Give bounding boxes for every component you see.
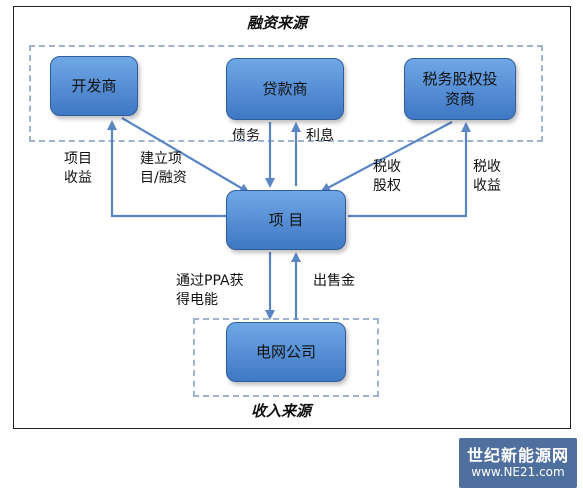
label-tax-equity: 税收 股权 [373,159,401,194]
label-debt: 债务 [232,128,260,144]
label-project-revenue: 项目 收益 [64,151,92,186]
funding-sources-title: 融资来源 [247,14,308,32]
arrow-project-to-tax-investor [348,122,471,218]
logo-name: 世纪新能源网 [466,446,569,465]
label-sales: 出售金 [313,273,355,289]
revenue-sources-group [193,318,379,397]
logo-url: www.NE21.com [471,465,565,479]
label-build-finance: 建立项 目/融资 [140,151,187,186]
tax-investor-node: 税务股权投 资商 [404,58,516,120]
utility-node: 电网公司 [226,322,346,382]
site-logo: 世纪新能源网 www.NE21.com [459,438,577,488]
revenue-sources-title: 收入来源 [251,402,312,420]
developer-node: 开发商 [50,56,138,116]
arrow-project-to-developer [107,120,228,218]
project-node: 项 目 [226,190,346,250]
label-tax-revenue: 税收 收益 [473,159,501,194]
arrow-tax-investor-to-project [320,121,453,192]
funding-sources-group [29,45,543,142]
lender-node: 贷款商 [226,58,344,120]
label-interest: 利息 [306,128,334,144]
label-ppa-power: 通过PPA获 得电能 [176,273,244,308]
arrow-developer-to-project [121,117,250,194]
